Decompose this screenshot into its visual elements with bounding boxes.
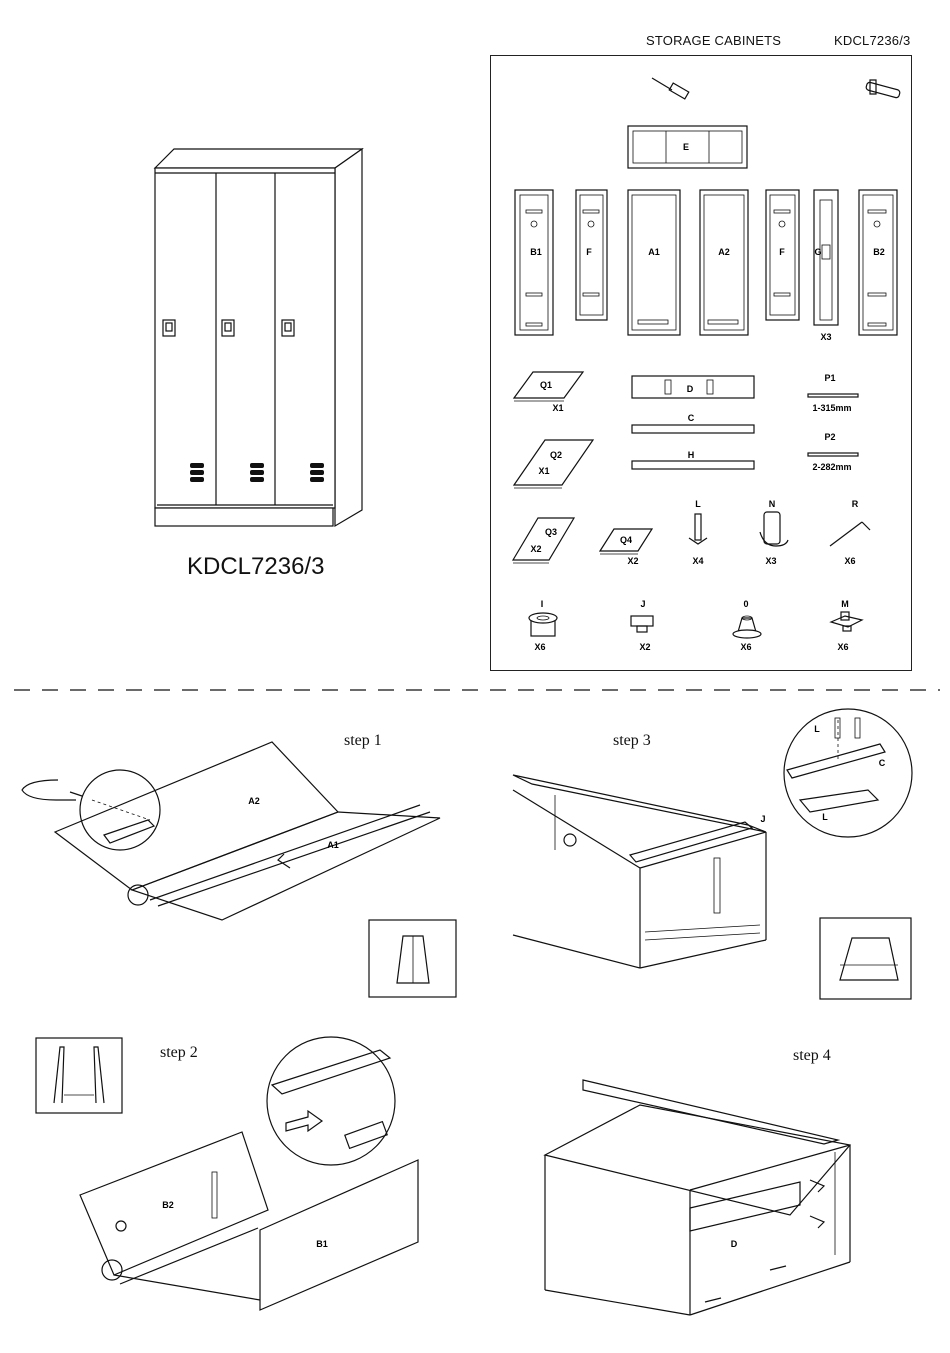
step-3-illustration: L C L J [513, 709, 912, 999]
step-2-label-B2: B2 [162, 1200, 174, 1210]
step-3-label-C: C [879, 758, 886, 768]
step-2-label-B1: B1 [316, 1239, 328, 1249]
step-4-illustration: D [545, 1080, 850, 1315]
step-2-illustration: B2 B1 [36, 1037, 418, 1310]
step-1-illustration: A2 A1 [22, 742, 456, 997]
step-1-label-A1: A1 [327, 840, 339, 850]
step-4-label-D: D [731, 1239, 738, 1249]
step-1-label-A2: A2 [248, 796, 260, 806]
step-3-label-J: J [760, 814, 765, 824]
step-3-label-L-bottom: L [822, 812, 828, 822]
step-3-label-L-top: L [814, 724, 820, 734]
